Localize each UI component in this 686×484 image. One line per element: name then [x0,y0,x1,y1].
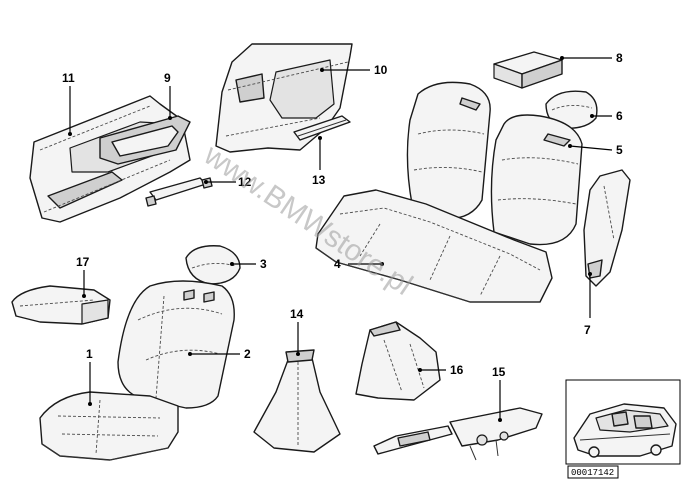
callout-3: 3 [260,257,267,271]
callout-11: 11 [62,71,75,85]
part-15-handbrake-lever [373,407,543,461]
callout-numbers: 11 9 10 12 13 8 6 5 4 7 3 2 17 1 14 16 1… [62,51,623,379]
callout-14: 14 [290,307,304,321]
part-1-front-seat-cushion [39,391,179,461]
callout-17: 17 [76,255,90,269]
callout-5: 5 [616,143,623,157]
part-13-rear-pull-handle [293,115,351,141]
callout-12: 12 [238,175,252,189]
callout-15: 15 [492,365,506,379]
leader-lines [68,56,613,422]
part-17-armrest-cushion [11,285,111,325]
callout-16: 16 [450,363,464,377]
callout-8: 8 [616,51,623,65]
part-2-front-backrest [117,280,235,409]
part-5-rear-backrest [406,81,583,246]
callout-9: 9 [164,71,171,85]
part-7-side-bolster [583,169,631,287]
callout-1: 1 [86,347,93,361]
callout-2: 2 [244,347,251,361]
part-9-armrest-trim [99,115,191,165]
callout-4: 4 [334,257,341,271]
part-16-handbrake-boot [355,321,441,401]
callout-7: 7 [584,323,591,337]
part-8-cover [493,51,563,89]
part-10-rear-side-trim [215,43,353,153]
callout-13: 13 [312,173,326,187]
car-location-inset: 00017142 [565,379,681,479]
part-14-shift-boot [253,349,341,453]
callout-6: 6 [616,109,623,123]
part-4-rear-seat-cushion [315,189,553,303]
reference-code: 00017142 [571,468,614,478]
part-12-pull-handle [145,177,213,207]
callout-10: 10 [374,63,388,77]
